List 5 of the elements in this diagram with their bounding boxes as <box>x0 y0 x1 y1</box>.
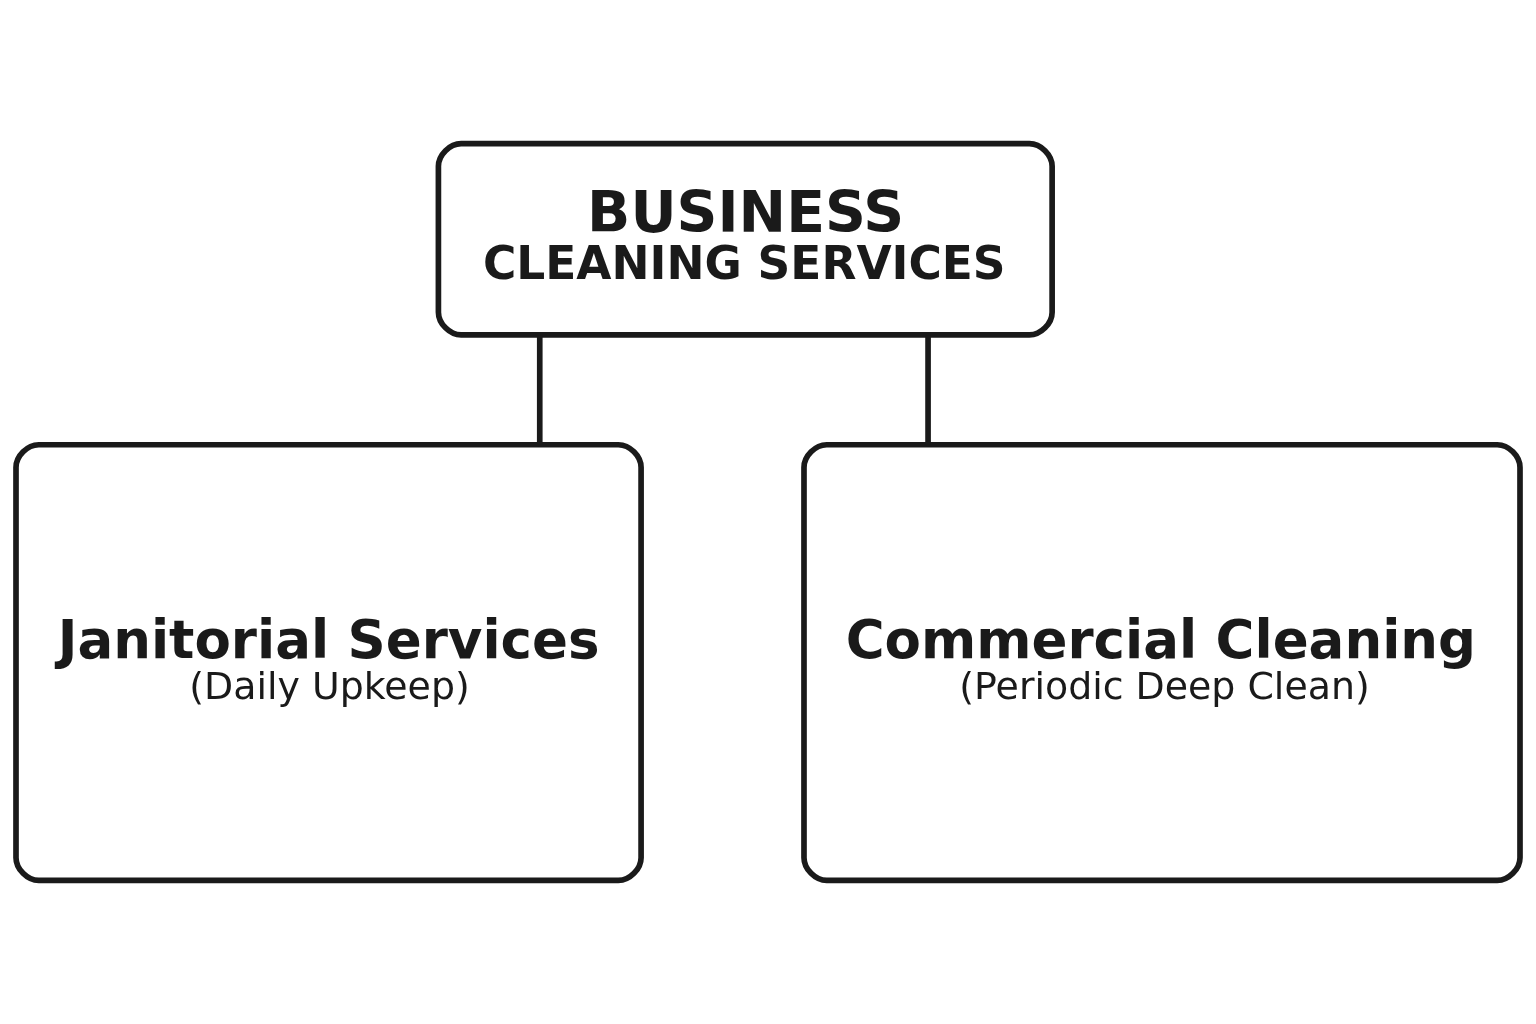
connector <box>536 335 543 445</box>
node-box: BUSINESS CLEANING SERVICES <box>435 140 1055 338</box>
node-box: Janitorial Services (Daily Upkeep) <box>13 441 644 884</box>
connector <box>925 335 931 445</box>
node-box: Commercial Cleaning (Periodic Deep Clean) <box>801 441 1523 884</box>
